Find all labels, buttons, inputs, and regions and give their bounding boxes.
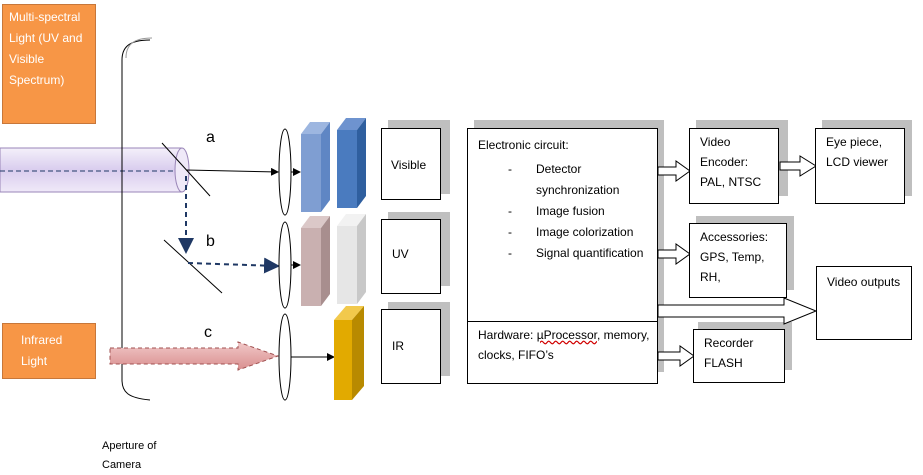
- ir-sensor-label: IR: [392, 339, 404, 353]
- visible-sensor-label: Visible: [391, 158, 427, 172]
- accessories-box: Accessories: GPS, Temp, RH,: [689, 223, 787, 298]
- beam-a: [185, 167, 279, 176]
- video-encoder-label: Video Encoder: PAL, NTSC: [700, 135, 762, 189]
- visible-filter-back: [337, 118, 366, 208]
- lens-visible: [278, 128, 292, 216]
- multispectral-light-box: Multi-spectral Light (UV and Visible Spe…: [2, 4, 96, 124]
- hardware-processor: µProcessor: [536, 328, 597, 342]
- ir-detector: [334, 306, 364, 400]
- visible-filter-front: [301, 122, 330, 212]
- recorder-label: Recorder FLASH: [704, 336, 754, 370]
- video-encoder-box: Video Encoder: PAL, NTSC: [689, 128, 779, 204]
- light-tube: [0, 147, 190, 193]
- lens-ir: [278, 313, 292, 401]
- arrow-to-video-outputs: [657, 297, 818, 325]
- list-item: Signal quantification: [478, 243, 651, 264]
- hardware-prefix: Hardware:: [478, 328, 537, 342]
- recorder-box: Recorder FLASH: [693, 329, 785, 383]
- aperture-bracket: [121, 39, 151, 401]
- uv-filter-back: [337, 214, 366, 304]
- hardware-box: Hardware: µProcessor, memory, clocks, FI…: [467, 321, 658, 384]
- list-item: Image fusion: [478, 201, 651, 222]
- electronic-circuit-title: Electronic circuit:: [478, 138, 569, 152]
- uv-sensor-label: UV: [392, 247, 409, 261]
- accessories-label: Accessories: GPS, Temp, RH,: [700, 230, 769, 284]
- infrared-light-label: Infrared Light: [21, 333, 63, 368]
- beam-splitter-b: [163, 239, 223, 294]
- visible-sensor-box: Visible: [381, 128, 441, 200]
- list-item: Image colorization: [478, 222, 651, 243]
- list-item: Detector synchronization: [478, 159, 651, 201]
- path-label-c: c: [204, 324, 212, 341]
- video-outputs-box: Video outputs: [816, 266, 912, 340]
- eye-piece-label: Eye piece, LCD viewer: [826, 135, 889, 169]
- electronic-circuit-list: Detector synchronization Image fusion Im…: [478, 159, 651, 264]
- video-outputs-label: Video outputs: [827, 275, 901, 289]
- ir-sensor-box: IR: [381, 309, 441, 384]
- arrow-to-eyepiece: [779, 155, 817, 177]
- arrow-to-accessories: [657, 243, 691, 265]
- beam-b: [187, 257, 280, 274]
- electronic-circuit-box: Electronic circuit: Detector synchroniza…: [467, 128, 658, 322]
- uv-sensor-box: UV: [381, 219, 441, 294]
- infrared-light-box: Infrared Light: [2, 323, 96, 379]
- aperture-label: Aperture of Camera: [102, 440, 157, 471]
- uv-filter-front: [301, 216, 330, 306]
- hardware-suffix: , memory, clocks, FIFO’s: [478, 328, 650, 362]
- eye-piece-box: Eye piece, LCD viewer: [815, 128, 905, 204]
- path-label-b: b: [206, 233, 215, 250]
- beam-splitter-a: [161, 142, 211, 197]
- arrow-to-recorder: [657, 345, 695, 367]
- path-label-a: a: [206, 129, 215, 146]
- infrared-beam: [109, 341, 280, 371]
- lens-uv: [278, 221, 292, 309]
- arrow-to-encoder: [657, 160, 691, 182]
- multispectral-light-label: Multi-spectral Light (UV and Visible Spe…: [9, 10, 83, 87]
